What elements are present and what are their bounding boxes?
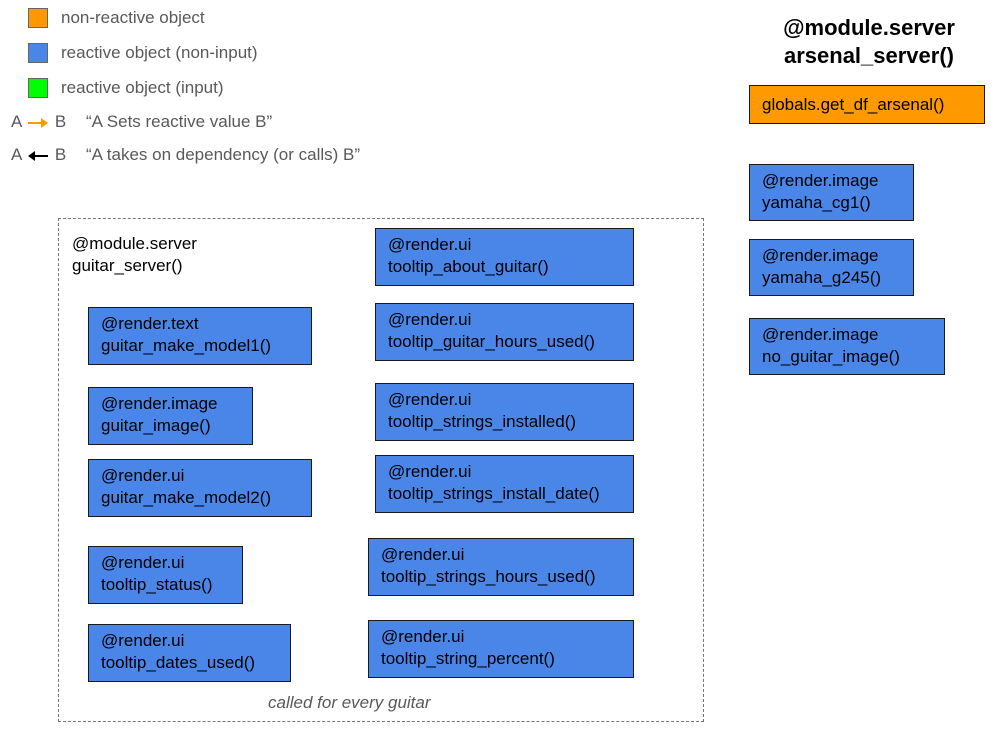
node-decorator: @render.ui [101, 631, 185, 650]
legend-swatch-non-reactive [28, 8, 48, 28]
legend-dep-a: A [11, 145, 22, 164]
yamaha-cg1-node: @render.image yamaha_cg1() [749, 164, 914, 221]
node-decorator: @render.image [762, 246, 879, 265]
node-function: yamaha_g245() [762, 268, 882, 287]
guitar-title-function: guitar_server() [72, 256, 183, 275]
node-function: guitar_make_model1() [101, 336, 272, 355]
orange-right-arrow-icon [28, 117, 49, 128]
node-decorator: @render.ui [388, 235, 472, 254]
node-function: tooltip_strings_hours_used() [381, 567, 596, 586]
guitar-title-decorator: @module.server [72, 234, 197, 253]
legend-dep-b: B [54, 145, 67, 164]
black-left-arrow-icon [28, 150, 49, 161]
globals-node-label: globals.get_df_arsenal() [762, 95, 945, 114]
legend-set-arrow-row: A B [11, 112, 66, 132]
node-function: tooltip_strings_install_date() [388, 484, 600, 503]
tooltip-status-node: @render.ui tooltip_status() [88, 546, 243, 604]
guitar-server-footnote: called for every guitar [268, 693, 431, 712]
guitar-server-title: @module.server guitar_server() [72, 233, 197, 277]
yamaha-g245-node: @render.image yamaha_g245() [749, 239, 914, 296]
node-function: no_guitar_image() [762, 347, 900, 366]
node-decorator: @render.text [101, 314, 199, 333]
tooltip-about-guitar-node: @render.ui tooltip_about_guitar() [375, 228, 634, 286]
node-function: tooltip_guitar_hours_used() [388, 332, 595, 351]
node-decorator: @render.ui [388, 462, 472, 481]
arsenal-server-title: @module.server arsenal_server() [748, 14, 990, 70]
tooltip-guitar-hours-used-node: @render.ui tooltip_guitar_hours_used() [375, 303, 634, 361]
no-guitar-image-node: @render.image no_guitar_image() [749, 318, 945, 375]
globals-get-df-arsenal-node: globals.get_df_arsenal() [749, 85, 985, 124]
guitar-make-model2-node: @render.ui guitar_make_model2() [88, 459, 312, 517]
legend-dependency-arrow-row: A B [11, 145, 66, 165]
legend-dependency-description: “A takes on dependency (or calls) B” [86, 145, 361, 164]
legend-swatch-reactive-non-input [28, 43, 48, 63]
node-decorator: @render.image [762, 171, 879, 190]
legend-set-b: B [54, 112, 67, 131]
guitar-server-container [58, 218, 704, 722]
node-function: guitar_image() [101, 416, 211, 435]
guitar-make-model1-node: @render.text guitar_make_model1() [88, 307, 312, 365]
legend-label-non-reactive: non-reactive object [61, 8, 205, 27]
legend-label-reactive-non-input: reactive object (non-input) [61, 43, 258, 62]
tooltip-dates-used-node: @render.ui tooltip_dates_used() [88, 624, 291, 682]
node-decorator: @render.image [101, 394, 218, 413]
node-decorator: @render.ui [101, 466, 185, 485]
tooltip-string-percent-node: @render.ui tooltip_string_percent() [368, 620, 634, 678]
node-decorator: @render.ui [101, 553, 185, 572]
tooltip-strings-installed-node: @render.ui tooltip_strings_installed() [375, 383, 634, 441]
legend-swatch-reactive-input [28, 78, 48, 98]
node-decorator: @render.image [762, 325, 879, 344]
node-function: tooltip_dates_used() [101, 653, 256, 672]
tooltip-strings-install-date-node: @render.ui tooltip_strings_install_date(… [375, 455, 634, 513]
node-function: tooltip_string_percent() [381, 649, 555, 668]
node-decorator: @render.ui [381, 545, 465, 564]
node-decorator: @render.ui [388, 390, 472, 409]
arsenal-title-decorator: @module.server [783, 15, 955, 40]
node-decorator: @render.ui [388, 310, 472, 329]
node-function: yamaha_cg1() [762, 193, 871, 212]
guitar-image-node: @render.image guitar_image() [88, 387, 253, 445]
legend-label-reactive-input: reactive object (input) [61, 78, 224, 97]
node-function: tooltip_about_guitar() [388, 257, 549, 276]
node-function: tooltip_status() [101, 575, 213, 594]
node-function: tooltip_strings_installed() [388, 412, 577, 431]
legend-set-description: “A Sets reactive value B” [86, 112, 273, 131]
arsenal-title-function: arsenal_server() [783, 43, 954, 68]
node-decorator: @render.ui [381, 627, 465, 646]
tooltip-strings-hours-used-node: @render.ui tooltip_strings_hours_used() [368, 538, 634, 596]
legend-set-a: A [11, 112, 22, 131]
node-function: guitar_make_model2() [101, 488, 272, 507]
